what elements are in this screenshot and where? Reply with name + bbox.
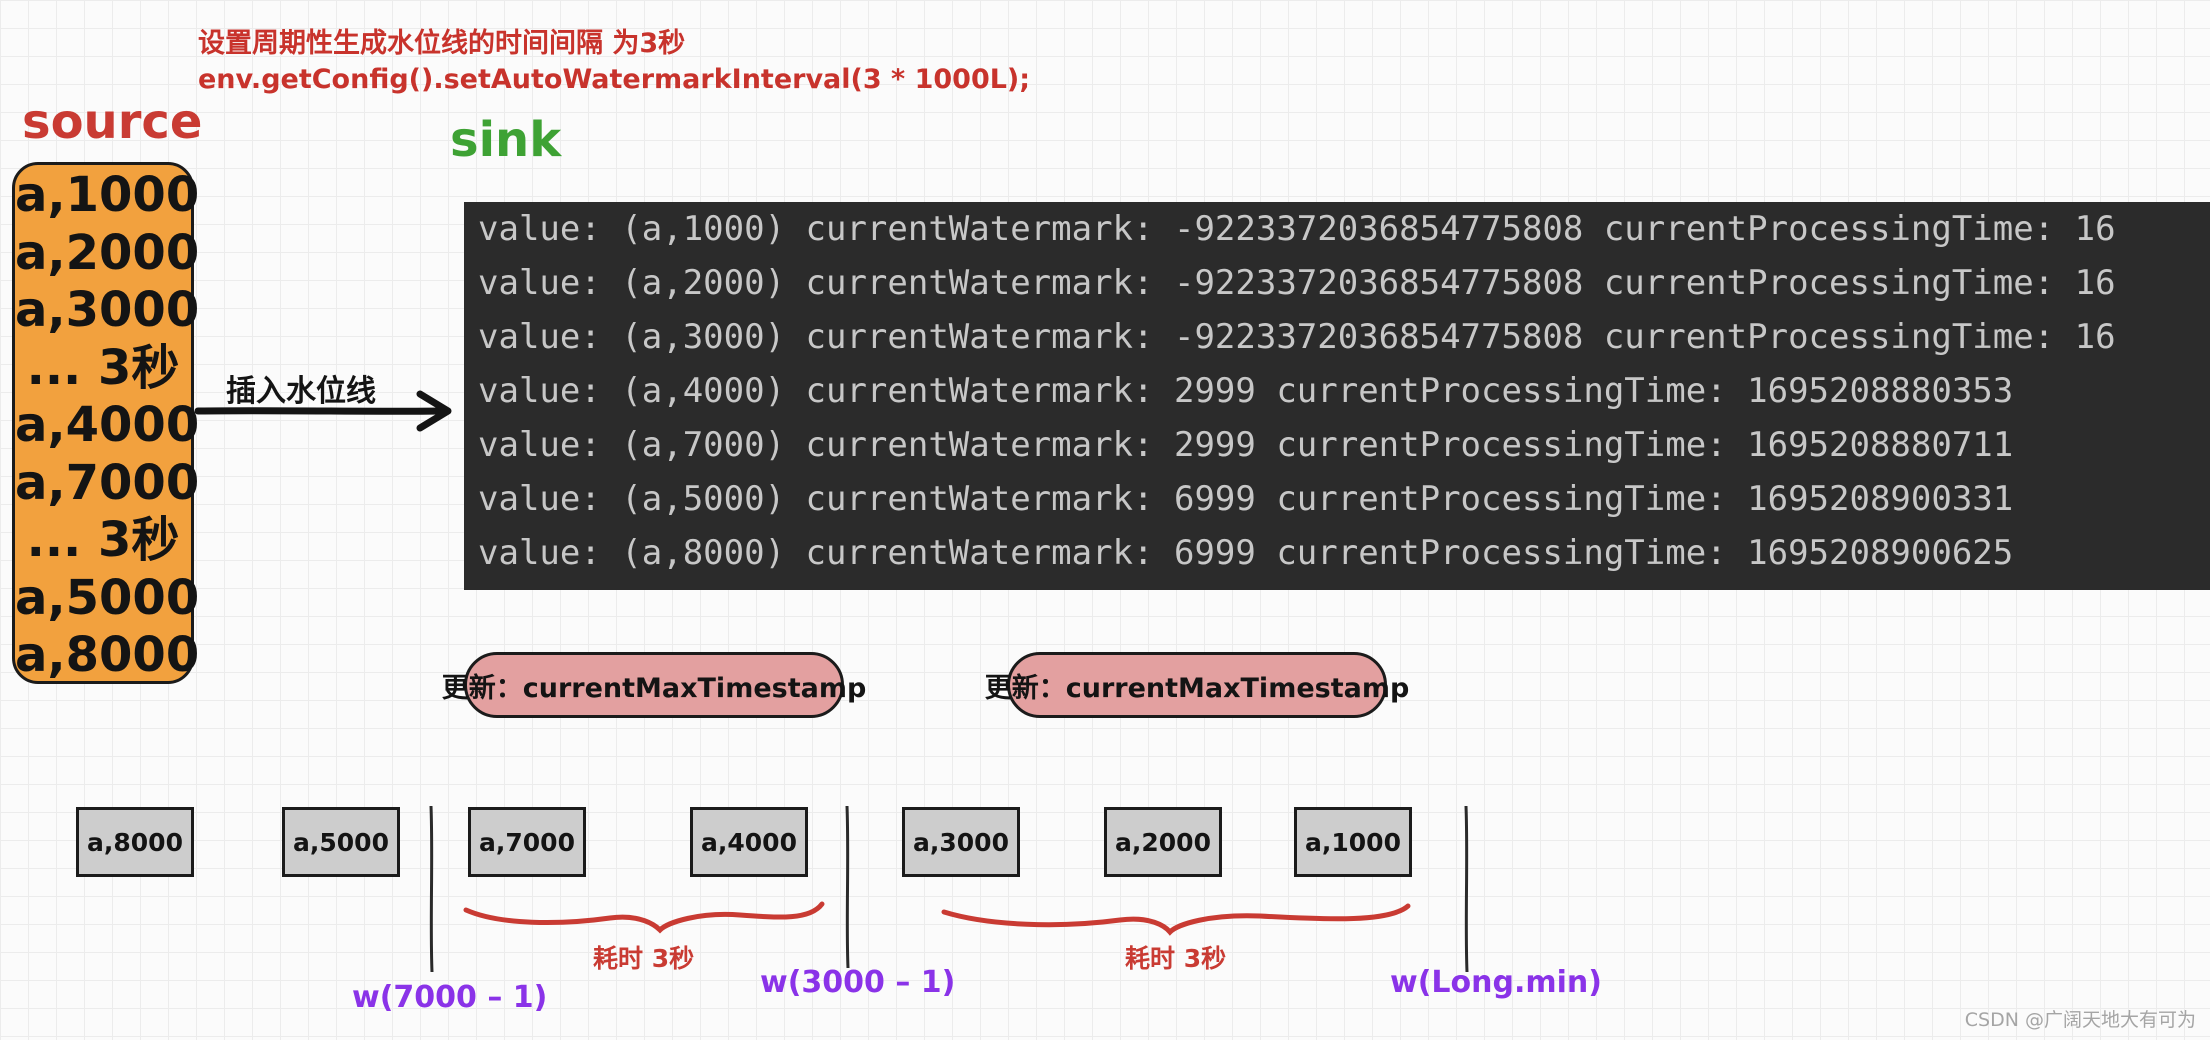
watermark-label: w(3000 – 1) xyxy=(760,965,956,1000)
event-box: a,2000 xyxy=(1104,807,1222,877)
interval-note-line-1: 设置周期性生成水位线的时间间隔 为3秒 xyxy=(198,28,686,59)
update-max-timestamp-pill: 更新：currentMaxTimestamp xyxy=(985,652,1409,718)
source-item: a,7000 xyxy=(15,454,200,511)
duration-label: 耗时 3秒 xyxy=(1125,944,1227,973)
credit-text: CSDN @广阔天地大有可为 xyxy=(1964,1009,2196,1031)
source-item: a,5000 xyxy=(15,569,200,626)
sink-console: value: (a,1000) currentWatermark: -92233… xyxy=(464,202,2210,590)
source-title: source xyxy=(22,94,203,150)
console-line: value: (a,1000) currentWatermark: -92233… xyxy=(478,209,2116,249)
interval-note: 设置周期性生成水位线的时间间隔 为3秒 env.getConfig().setA… xyxy=(198,26,1030,98)
watermark-line xyxy=(845,805,850,969)
insert-watermark-label: 插入水位线 xyxy=(226,374,376,409)
console-line: value: (a,4000) currentWatermark: 2999 c… xyxy=(478,371,2014,411)
console-line: value: (a,2000) currentWatermark: -92233… xyxy=(478,263,2116,303)
event-box: a,5000 xyxy=(282,807,400,877)
source-item: a,4000 xyxy=(15,397,200,453)
watermark-label: w(7000 – 1) xyxy=(352,980,548,1015)
console-line: value: (a,3000) currentWatermark: -92233… xyxy=(478,317,2116,357)
source-item: a,2000 xyxy=(15,224,200,281)
sink-title: sink xyxy=(450,112,562,168)
event-box: a,8000 xyxy=(76,807,194,877)
console-line: value: (a,8000) currentWatermark: 6999 c… xyxy=(478,533,2014,573)
source-item-gap: ... 3秒 xyxy=(26,339,180,396)
source-item: a,8000 xyxy=(15,627,200,683)
event-box: a,4000 xyxy=(690,807,808,877)
watermark-line xyxy=(1464,805,1469,973)
event-box: a,1000 xyxy=(1294,807,1412,877)
watermark-line xyxy=(429,805,434,973)
event-box: a,3000 xyxy=(902,807,1020,877)
watermark-label: w(Long.min) xyxy=(1390,965,1602,1000)
console-line: value: (a,5000) currentWatermark: 6999 c… xyxy=(478,479,2014,519)
source-item: a,3000 xyxy=(15,282,200,338)
source-box: a,1000 a,2000 a,3000 ... 3秒 a,4000 a,700… xyxy=(12,162,200,684)
source-item-gap: ... 3秒 xyxy=(26,512,180,568)
update-max-timestamp-pill: 更新：currentMaxTimestamp xyxy=(442,652,866,718)
duration-brace xyxy=(941,903,1411,936)
console-line: value: (a,7000) currentWatermark: 2999 c… xyxy=(478,425,2014,465)
source-item: a,1000 xyxy=(15,167,200,223)
event-box: a,7000 xyxy=(468,807,586,877)
interval-note-line-2: env.getConfig().setAutoWatermarkInterval… xyxy=(198,64,1031,95)
arrow-icon xyxy=(194,390,452,432)
duration-label: 耗时 3秒 xyxy=(593,944,695,973)
duration-brace xyxy=(463,901,825,934)
